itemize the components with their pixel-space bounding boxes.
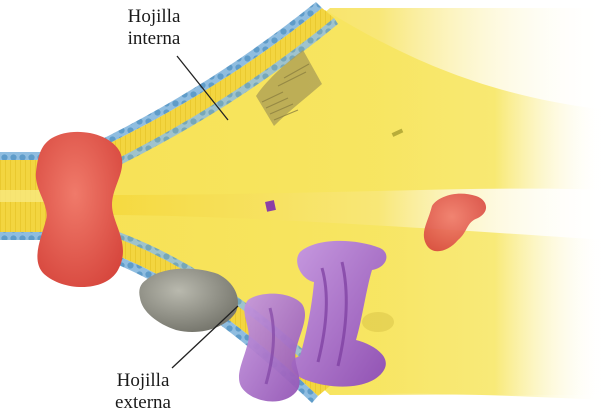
inner-leaflet-label-line2: interna bbox=[107, 28, 201, 50]
red-transmembrane-protein bbox=[36, 132, 123, 287]
inner-leaflet-label: Hojilla interna bbox=[107, 6, 201, 50]
faint-olive-blob bbox=[362, 312, 394, 332]
outer-leaflet-label: Hojilla externa bbox=[96, 370, 190, 414]
outer-leaflet-label-line2: externa bbox=[96, 392, 190, 414]
gray-peripheral-protein bbox=[139, 269, 238, 332]
outer-leaflet-label-line1: Hojilla bbox=[96, 370, 190, 392]
inner-leaflet-label-line1: Hojilla bbox=[107, 6, 201, 28]
